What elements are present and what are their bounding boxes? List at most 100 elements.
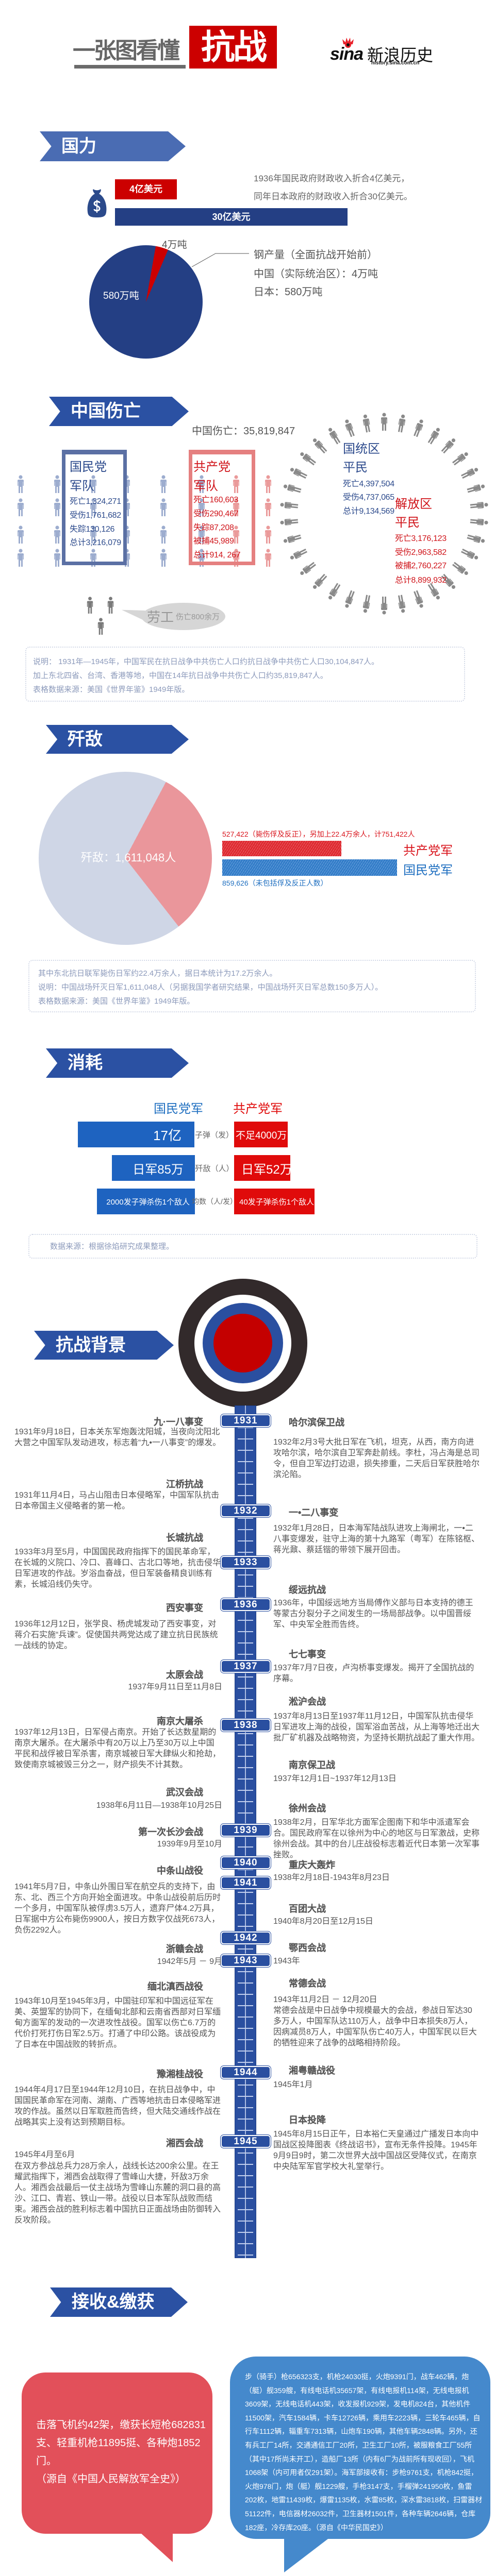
steel-title: 钢产量（全面抗战开始前） bbox=[254, 249, 377, 261]
person-icon bbox=[53, 549, 62, 567]
ccp-stat: 失踪87,208 bbox=[193, 523, 234, 532]
kmt-capture-bubble bbox=[230, 2357, 490, 2539]
enemies-killed-pie bbox=[39, 772, 212, 945]
event-text: 1940年8月20日至12月15日 bbox=[273, 1917, 373, 1926]
event-title: 长城抗战 bbox=[166, 1533, 203, 1543]
ccp-stat: 死亡160,603 bbox=[193, 496, 239, 504]
ccp-army-label: 共产党军 bbox=[403, 844, 453, 858]
event-text: 1931年11月4日，马占山阻击日本侵略军，中国军队抗击日本帝国主义侵略者的第一… bbox=[14, 1491, 220, 1511]
event-text: 1936年，中国绥远地方当局傅作义部与日本支持的德王等蒙古分裂分子之间发生的一场… bbox=[273, 1599, 473, 1629]
event-title: 哈尔滨保卫战 bbox=[289, 1417, 344, 1428]
person-icon bbox=[16, 475, 25, 494]
ccp-party-label: 共产党 bbox=[193, 460, 230, 474]
person-icon bbox=[342, 418, 357, 438]
person-icon bbox=[342, 589, 357, 609]
kmt-area-stat: 总计9,134,569 bbox=[343, 507, 394, 516]
event-title: 缅北滇西战役 bbox=[147, 1981, 203, 1992]
year-marker: 1932 bbox=[222, 1505, 270, 1516]
sina-logo[interactable]: sina 新浪历史 history.sina.com.cn bbox=[330, 37, 433, 68]
event-text: 1943年 bbox=[273, 1957, 300, 1965]
kmt-group-label: 军队 bbox=[70, 479, 94, 493]
consumption-ccp-header: 共产党军 bbox=[233, 1102, 283, 1116]
metric-label: 均数（人/发） bbox=[192, 1197, 237, 1206]
event-title: 豫湘桂战役 bbox=[157, 2069, 203, 2079]
year-marker: 1944 bbox=[222, 2067, 270, 2078]
section-banner-background: 抗战背景 bbox=[34, 1331, 174, 1360]
person-icon bbox=[380, 413, 389, 431]
title-highlight: 抗战 bbox=[189, 26, 277, 69]
event-date: 1943年11月2日 － 12月20日 bbox=[273, 1995, 377, 2004]
event-text: 1933年3月至5月，中国国民政府指挥下的国民革命军，在长城的义院口、冷口、喜峰… bbox=[14, 1548, 221, 1589]
person-icon bbox=[466, 532, 486, 546]
year-marker: 1938 bbox=[222, 1720, 270, 1731]
leader-line bbox=[191, 253, 249, 267]
person-icon bbox=[263, 498, 273, 517]
kmt-area-stat: 受伤4,737,065 bbox=[343, 493, 394, 502]
section-banner-capture: 接收&缴获 bbox=[50, 2287, 188, 2317]
person-icon bbox=[310, 571, 330, 591]
event-title: 日本投降 bbox=[289, 2115, 326, 2125]
note-line: 其中东北抗日联军毙伤日军约22.4万余人，据日本统计为17.2万余人。 bbox=[38, 969, 277, 978]
year-marker: 1943 bbox=[222, 1955, 270, 1966]
person-icon bbox=[53, 498, 62, 517]
event-title: 百团大战 bbox=[289, 1904, 326, 1914]
person-icon bbox=[466, 482, 486, 496]
event-text: 1936年12月12日，张学良、杨虎城发动了西安事变，对蒋介石实施“兵谏”。促使… bbox=[14, 1620, 218, 1650]
person-icon bbox=[288, 465, 309, 481]
liberated-area-stat: 受伤2,963,582 bbox=[395, 548, 447, 557]
event-text: 1932年1月28日，日本海军陆战队进攻上海闸北，一•二八事变爆发，驻守上海的第… bbox=[273, 1524, 480, 1554]
event-title: 南京保卫战 bbox=[289, 1760, 335, 1770]
person-icon bbox=[425, 426, 443, 446]
event-title: 徐州会战 bbox=[289, 1803, 326, 1814]
section-banner-enemies-killed: 歼敌 bbox=[46, 725, 189, 754]
event-text: 1945年1月 bbox=[273, 2080, 313, 2089]
person-icon bbox=[411, 589, 426, 609]
event-title: 九·一八事变 bbox=[154, 1417, 203, 1427]
year-marker: 1941 bbox=[222, 1877, 270, 1888]
note-line: 表格数据来源：美国《世界年鉴》1949年版。 bbox=[33, 685, 190, 694]
person-icon bbox=[310, 436, 330, 456]
event-text: 1937年9月11日至11月8日 bbox=[128, 1683, 222, 1691]
liberated-area-stat: 总计8,899,932 bbox=[395, 576, 447, 585]
ccp-stat: 受伤290,467 bbox=[193, 510, 239, 518]
liberated-area-stat: 被捕2,760,227 bbox=[395, 562, 447, 570]
china-revenue-bar: 4亿美元 bbox=[115, 179, 177, 199]
event-text: 1937年12月1日~1937年12月13日 bbox=[273, 1774, 397, 1783]
liberated-area-group: 平民 bbox=[395, 516, 420, 530]
person-icon bbox=[459, 546, 480, 563]
event-title: 西安事变 bbox=[166, 1603, 203, 1613]
person-icon bbox=[282, 532, 303, 546]
ccp-group-label: 军队 bbox=[193, 479, 218, 493]
steel-pie-chart bbox=[89, 245, 203, 359]
ccp-stat: 总计914, 267 bbox=[193, 551, 241, 560]
person-icon bbox=[53, 526, 62, 544]
event-title: 太原会战 bbox=[166, 1670, 203, 1680]
note-line: 说明： 1931年—1945年，中国军民在抗日战争中共伤亡人口约抗日战争中共伤亡… bbox=[33, 657, 379, 666]
casualties-notes: 说明： 1931年—1945年，中国军民在抗日战争中共伤亡人口约抗日战争中共伤亡… bbox=[25, 647, 465, 702]
event-text: 1931年9月18日，日本关东军炮轰沈阳城，当夜向沈阳北大营之中国军队发动进攻，… bbox=[14, 1428, 221, 1447]
ccp-capture-items: 击落飞机约42架，缴获长短枪682831支、轻重机枪11895挺、各种炮1852… bbox=[36, 2419, 206, 2467]
ccp-capture-bubble bbox=[22, 2372, 212, 2534]
event-text: 在双方参战总兵力28万余人，战线长达200余公里。在王耀武指挥下，湘西会战取得了… bbox=[14, 2162, 221, 2225]
ccp-killed-bar bbox=[222, 841, 341, 856]
section-banner-consumption: 消耗 bbox=[46, 1048, 189, 1078]
event-title: 鄂西会战 bbox=[289, 1943, 326, 1953]
event-title: 重庆大轰炸 bbox=[289, 1860, 335, 1870]
person-icon bbox=[16, 498, 25, 517]
title-underline bbox=[74, 65, 186, 69]
person-icon bbox=[288, 546, 309, 563]
year-marker: 1942 bbox=[222, 1933, 270, 1943]
event-title: 七七事变 bbox=[289, 1649, 326, 1659]
kmt-killed-caption: 859,626（未包括俘及反正人数） bbox=[222, 879, 328, 887]
person-icon bbox=[411, 418, 426, 438]
liberated-area-label: 解放区 bbox=[395, 497, 432, 511]
event-title: 常德会战 bbox=[289, 1978, 326, 1989]
steel-china-label: 4万吨 bbox=[162, 240, 187, 250]
year-marker: 1945 bbox=[222, 2136, 270, 2147]
person-icon bbox=[159, 498, 168, 517]
person-icon bbox=[439, 436, 458, 456]
consumption-notes: 数据来源：根据徐焰研究成果整理。 bbox=[28, 1234, 477, 1259]
person-icon bbox=[16, 549, 25, 567]
enemies-killed-total: 歼敌：1,611,048人 bbox=[81, 851, 176, 864]
liberated-area-stat: 死亡3,176,123 bbox=[395, 534, 447, 543]
